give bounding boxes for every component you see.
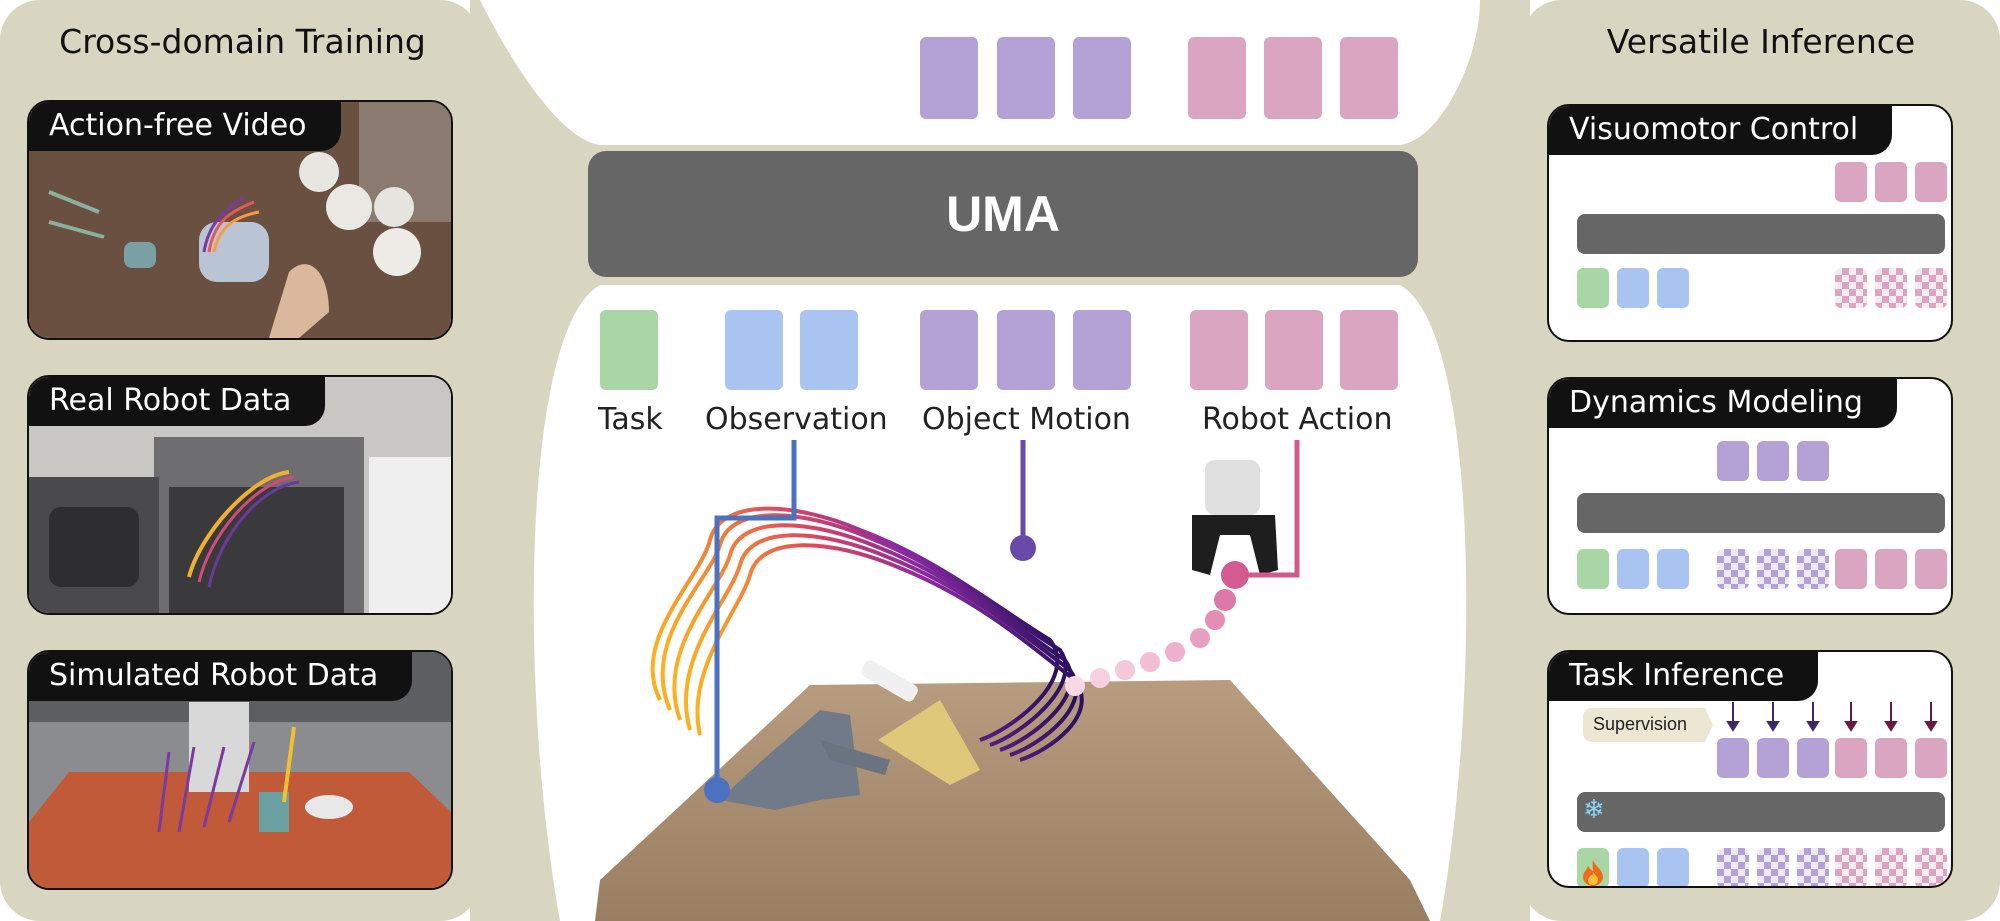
output-token-object-motion bbox=[1797, 441, 1829, 481]
training-card-simulated-robot-data: Simulated Robot Data bbox=[27, 650, 453, 890]
uma-model-bar: UMA bbox=[588, 151, 1418, 277]
masked-token-robot-action bbox=[1875, 268, 1907, 308]
input-token-observation bbox=[1617, 848, 1649, 886]
input-token-robot-action bbox=[1340, 310, 1398, 390]
input-token-observation bbox=[1657, 268, 1689, 308]
input-token-robot-action bbox=[1265, 310, 1323, 390]
card-label: Task Inference bbox=[1549, 652, 1819, 701]
output-token-robot-action bbox=[1875, 162, 1907, 202]
masked-token-object-motion bbox=[1717, 848, 1749, 886]
input-token-robot-action bbox=[1190, 310, 1248, 390]
uma-bar-small bbox=[1577, 493, 1945, 533]
output-token-robot-action bbox=[1915, 162, 1947, 202]
input-token-observation bbox=[1657, 549, 1689, 589]
right-panel-title: Versatile Inference bbox=[1606, 22, 1916, 61]
input-token-object-motion bbox=[1073, 310, 1131, 390]
input-token-robot-action bbox=[1915, 549, 1947, 589]
arrow-down-icon bbox=[1766, 721, 1780, 732]
brush bbox=[878, 700, 980, 785]
label-observation: Observation bbox=[705, 402, 888, 437]
card-label: Action-free Video bbox=[29, 102, 341, 151]
arrow-down-icons bbox=[1726, 702, 1938, 732]
uma-bar-small bbox=[1577, 214, 1945, 254]
input-token-task bbox=[1577, 268, 1609, 308]
masked-token-object-motion bbox=[1757, 549, 1789, 589]
input-token-observation bbox=[800, 310, 858, 390]
output-token-robot-action bbox=[1915, 738, 1947, 778]
input-token-object-motion bbox=[997, 310, 1055, 390]
output-token-robot-action bbox=[1835, 738, 1867, 778]
output-token-robot-action bbox=[1875, 738, 1907, 778]
input-token-observation bbox=[1617, 549, 1649, 589]
masked-token-object-motion bbox=[1797, 549, 1829, 589]
input-token-task bbox=[600, 310, 658, 390]
supervision-label: Supervision bbox=[1593, 714, 1688, 734]
masked-token-object-motion bbox=[1797, 848, 1829, 886]
output-token-robot-action bbox=[1835, 162, 1867, 202]
output-token-object-motion bbox=[920, 37, 978, 119]
output-token-object-motion bbox=[1757, 441, 1789, 481]
snowflake-icon: ❄ bbox=[1583, 794, 1605, 824]
fire-icon bbox=[1583, 860, 1603, 886]
masked-token-robot-action bbox=[1835, 848, 1867, 886]
output-token-object-motion bbox=[997, 37, 1055, 119]
input-token-task bbox=[1577, 549, 1609, 589]
inference-card-dynamics-modeling: Dynamics Modeling bbox=[1547, 377, 1953, 615]
output-token-object-motion bbox=[1073, 37, 1131, 119]
output-token-robot-action bbox=[1264, 37, 1322, 119]
output-token-robot-action bbox=[1188, 37, 1246, 119]
label-task: Task bbox=[598, 402, 663, 437]
input-token-observation bbox=[725, 310, 783, 390]
uma-bar-frozen bbox=[1577, 792, 1945, 832]
output-token-object-motion bbox=[1717, 441, 1749, 481]
input-token-observation bbox=[1617, 268, 1649, 308]
masked-token-robot-action bbox=[1915, 268, 1947, 308]
robot-gripper bbox=[1205, 460, 1260, 515]
input-token-object-motion bbox=[920, 310, 978, 390]
supervision-tag bbox=[1583, 708, 1713, 742]
card-label: Simulated Robot Data bbox=[29, 652, 413, 701]
arrow-down-icon bbox=[1726, 721, 1740, 732]
kitchen-table-image bbox=[29, 102, 451, 338]
card-label: Real Robot Data bbox=[29, 377, 326, 426]
card-label: Dynamics Modeling bbox=[1549, 379, 1897, 428]
stove-image bbox=[29, 377, 451, 613]
training-card-real-robot-data: Real Robot Data bbox=[27, 375, 453, 615]
label-object-motion: Object Motion bbox=[922, 402, 1131, 437]
output-token-object-motion bbox=[1717, 738, 1749, 778]
label-robot-action: Robot Action bbox=[1202, 402, 1393, 437]
arrow-down-icon bbox=[1924, 721, 1938, 732]
input-token-robot-action bbox=[1835, 549, 1867, 589]
masked-token-object-motion bbox=[1757, 848, 1789, 886]
output-token-object-motion bbox=[1797, 738, 1829, 778]
arrow-down-icon bbox=[1806, 721, 1820, 732]
card-label: Visuomotor Control bbox=[1549, 106, 1893, 155]
arrow-down-icon bbox=[1884, 721, 1898, 732]
left-panel-title: Cross-domain Training bbox=[59, 22, 426, 61]
input-token-observation bbox=[1657, 848, 1689, 886]
masked-token-robot-action bbox=[1835, 268, 1867, 308]
inference-card-task-inference: Task Inference Supervision ❄ bbox=[1547, 650, 1953, 888]
masked-token-robot-action bbox=[1875, 848, 1907, 886]
arrow-down-icon bbox=[1844, 721, 1858, 732]
masked-token-robot-action bbox=[1915, 848, 1947, 886]
center-scene bbox=[595, 440, 1430, 921]
input-token-robot-action bbox=[1875, 549, 1907, 589]
dustpan bbox=[720, 710, 860, 810]
training-card-action-free-video: Action-free Video bbox=[27, 100, 453, 340]
masked-token-object-motion bbox=[1717, 549, 1749, 589]
inference-card-visuomotor-control: Visuomotor Control bbox=[1547, 104, 1953, 342]
output-token-object-motion bbox=[1757, 738, 1789, 778]
output-token-robot-action bbox=[1340, 37, 1398, 119]
